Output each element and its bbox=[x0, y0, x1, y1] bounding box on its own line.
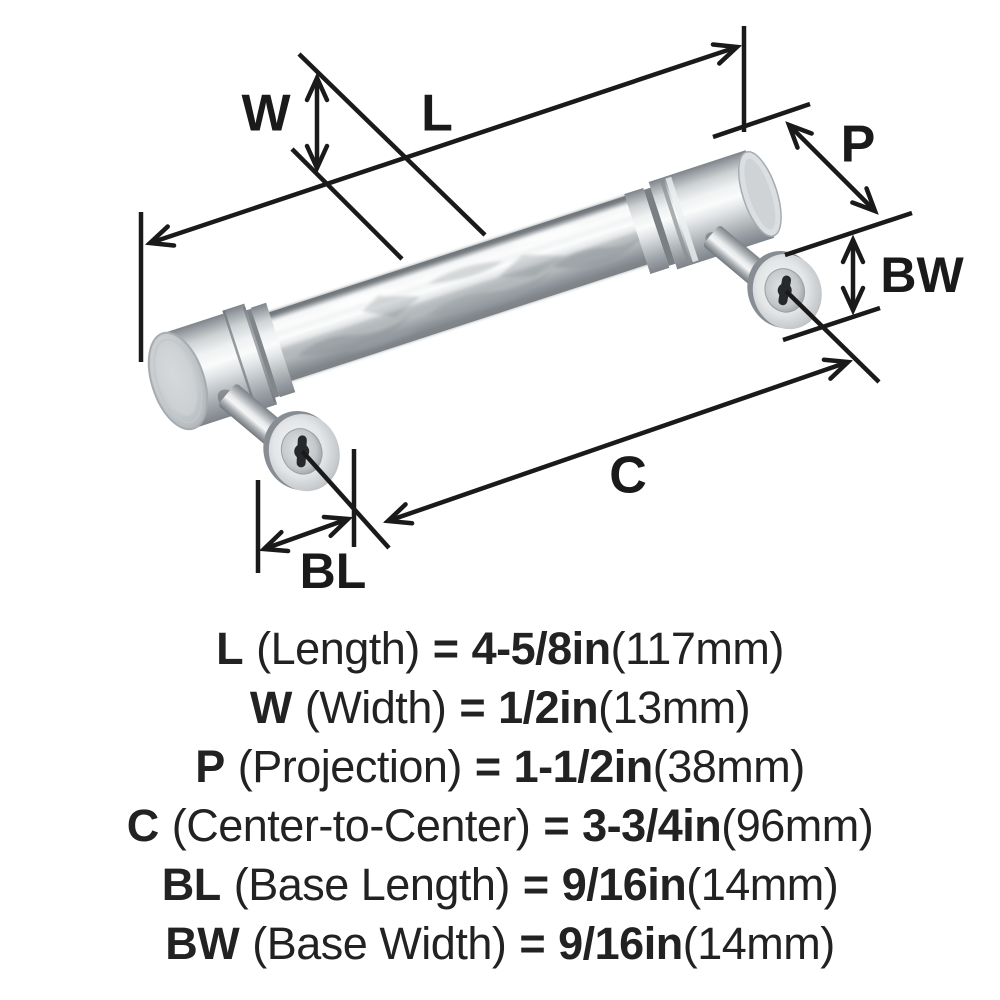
dim-code: L bbox=[216, 622, 244, 674]
ext-line bbox=[712, 101, 811, 140]
pull-handle-dimension-drawing: L W P BW C BL bbox=[138, 26, 964, 599]
dim-description: (Length) bbox=[256, 622, 420, 674]
dimension-BL: BL bbox=[255, 449, 367, 599]
dim-line-P bbox=[789, 125, 875, 211]
dim-value-in: 4-5/8in bbox=[471, 622, 612, 674]
dim-label-L: L bbox=[421, 85, 453, 143]
dim-description: (Base Width) bbox=[252, 917, 507, 969]
measurement-legend: L(Length)=4-5/8in(117mm) W(Width)=1/2in(… bbox=[0, 619, 1000, 973]
dim-value-mm: (13mm) bbox=[598, 681, 751, 733]
legend-row-width: W(Width)=1/2in(13mm) bbox=[249, 678, 751, 737]
dim-value-mm: (96mm) bbox=[721, 799, 874, 851]
equals-sign: = bbox=[432, 622, 459, 674]
dim-label-BW: BW bbox=[880, 247, 964, 303]
dim-value-mm: (14mm) bbox=[682, 917, 836, 969]
dim-description: (Width) bbox=[304, 681, 447, 733]
dimension-C: C bbox=[300, 289, 881, 550]
dim-value-in: 3-3/4in bbox=[582, 799, 722, 851]
dim-value-mm: (14mm) bbox=[686, 858, 839, 910]
dim-line-C bbox=[388, 362, 848, 521]
ext-line bbox=[297, 52, 487, 237]
left-end-cap bbox=[147, 302, 296, 431]
dim-value-in: 1/2in bbox=[498, 681, 599, 733]
dimension-W: W bbox=[241, 52, 487, 261]
legend-row-base-length: BL(Base Length)=9/16in(14mm) bbox=[162, 855, 839, 914]
dim-code: BL bbox=[161, 858, 222, 910]
dim-value-mm: (38mm) bbox=[652, 740, 806, 792]
dim-label-C: C bbox=[609, 447, 647, 505]
equals-sign: = bbox=[474, 740, 501, 792]
equals-sign: = bbox=[522, 858, 549, 910]
dim-description: (Projection) bbox=[237, 740, 463, 792]
dim-label-W: W bbox=[241, 85, 291, 143]
legend-row-length: L(Length)=4-5/8in(117mm) bbox=[216, 619, 784, 678]
dim-value-in: 9/16in bbox=[558, 917, 683, 969]
dim-label-BL: BL bbox=[300, 543, 367, 599]
legend-row-projection: P(Projection)=1-1/2in(38mm) bbox=[195, 737, 806, 796]
dimension-BW: BW bbox=[782, 240, 964, 343]
dim-code: BW bbox=[165, 917, 240, 969]
legend-row-base-width: BW(Base Width)=9/16in(14mm) bbox=[165, 914, 836, 973]
dim-description: (Center-to-Center) bbox=[171, 799, 531, 851]
dim-line-BL bbox=[264, 519, 348, 549]
dim-label-P: P bbox=[841, 116, 876, 174]
ext-line bbox=[784, 210, 913, 258]
dim-line-L bbox=[150, 47, 737, 243]
dim-code: P bbox=[195, 740, 225, 792]
dimension-P: P bbox=[712, 101, 913, 258]
pull-handle-illustration bbox=[147, 150, 822, 492]
equals-sign: = bbox=[519, 917, 546, 969]
dim-code: C bbox=[126, 799, 160, 851]
dim-description: (Base Length) bbox=[233, 858, 511, 910]
dim-value-mm: (117mm) bbox=[610, 622, 785, 674]
equals-sign: = bbox=[543, 799, 570, 851]
ext-line bbox=[300, 449, 391, 550]
equals-sign: = bbox=[459, 681, 486, 733]
handle-bar bbox=[264, 194, 652, 383]
legend-row-center-to-center: C(Center-to-Center)=3-3/4in(96mm) bbox=[126, 796, 874, 855]
dim-code: W bbox=[249, 681, 292, 733]
dim-value-in: 1-1/2in bbox=[513, 740, 654, 792]
dimension-L: L bbox=[138, 26, 747, 362]
dim-value-in: 9/16in bbox=[561, 858, 687, 910]
ext-line bbox=[784, 289, 881, 384]
